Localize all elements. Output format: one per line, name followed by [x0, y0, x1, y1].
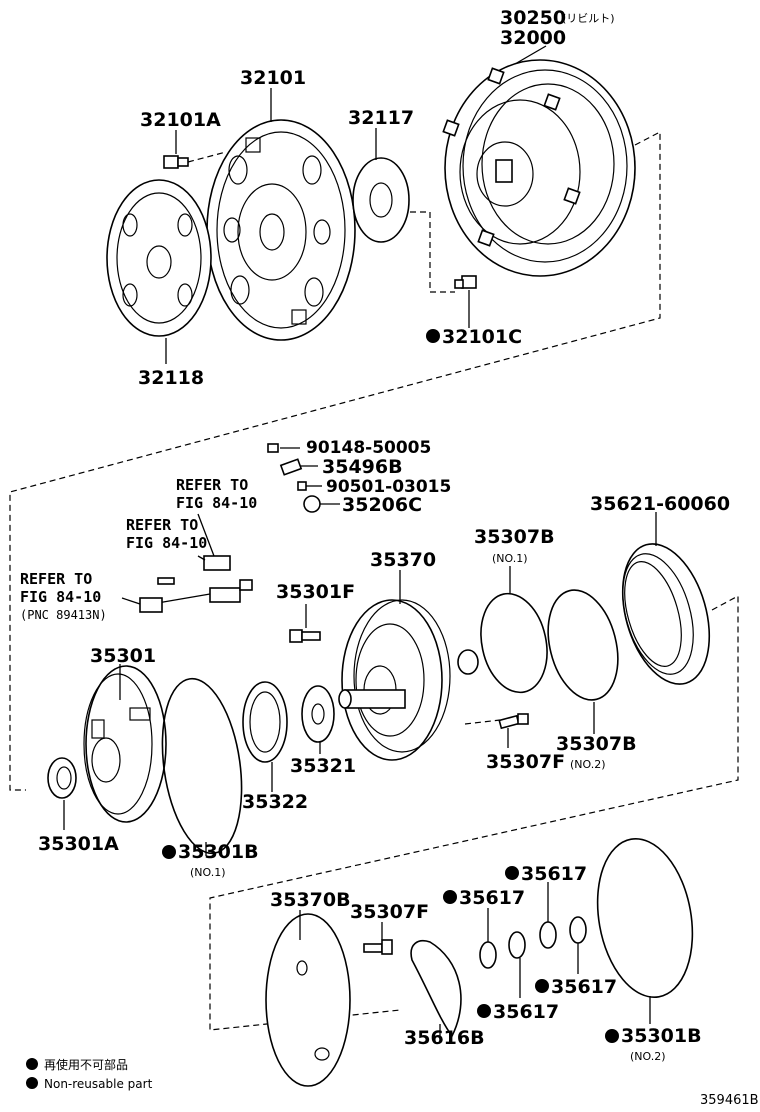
- label-32101C: 32101C: [442, 326, 522, 348]
- label-35617-d: 35617: [551, 976, 617, 998]
- label-30250: 30250: [500, 7, 566, 29]
- non-reusable-marker-35617-d: [535, 979, 549, 993]
- pump-cover-drawing: [83, 665, 167, 823]
- label-35307B-no2: 35307B: [556, 733, 637, 755]
- label-90148: 90148-50005: [306, 438, 431, 458]
- note-35307B-no2: (NO.2): [570, 758, 606, 771]
- note-35301B-no2: (NO.2): [630, 1050, 666, 1063]
- non-reusable-marker-35301B-no2: [605, 1029, 619, 1043]
- label-35621: 35621-60060: [590, 493, 730, 515]
- note-35301B-no1: (NO.1): [190, 866, 226, 879]
- stator-shaft-drawing: [265, 913, 351, 1087]
- label-35321: 35321: [290, 755, 356, 777]
- ref1-line1: REFER TO: [176, 476, 248, 494]
- legend-jp: 再使用不可部品: [44, 1057, 128, 1072]
- label-35301F: 35301F: [276, 581, 355, 603]
- label-35370: 35370: [370, 549, 436, 571]
- label-32118: 32118: [138, 367, 204, 389]
- label-35301B-no2: 35301B: [621, 1025, 702, 1047]
- note-35307B-no1: (NO.1): [492, 552, 528, 565]
- drive-plate-drawing: [206, 119, 356, 341]
- oring-35307B-no1-drawing: [480, 592, 548, 694]
- snap-ring-drawing: [410, 940, 462, 1038]
- bolt-32101C-drawing: [454, 275, 477, 289]
- oring-35301B-no1-drawing: [161, 677, 243, 855]
- label-35370B: 35370B: [270, 889, 351, 911]
- label-35307B-no1: 35307B: [474, 526, 555, 548]
- non-reusable-marker-35617-a: [443, 890, 457, 904]
- label-35322: 35322: [242, 791, 308, 813]
- oil-pump-body-drawing: [338, 599, 479, 761]
- label-35616B: 35616B: [404, 1027, 485, 1049]
- bolt-35301F-drawing: [289, 629, 321, 643]
- label-32117: 32117: [348, 107, 414, 129]
- label-32000: 32000: [500, 27, 566, 49]
- legend-dot-en: [26, 1077, 38, 1089]
- small-fasteners-drawing: [267, 443, 321, 513]
- label-35307F-mid: 35307F: [486, 751, 565, 773]
- ref3-line1: REFER TO: [20, 570, 92, 588]
- sensor-assembly-drawing: [139, 555, 253, 613]
- label-35496B: 35496B: [322, 456, 403, 478]
- non-reusable-marker-35301B-no1: [162, 845, 176, 859]
- ref1-line2: FIG 84-10: [176, 494, 257, 512]
- driven-gear-drawing: [242, 681, 288, 763]
- non-reusable-marker-35617-c: [505, 866, 519, 880]
- oil-seal-35301A-drawing: [47, 757, 77, 799]
- sensor-plate-drawing: [106, 179, 212, 337]
- label-35617-a: 35617: [459, 887, 525, 909]
- seal-ring-a-drawing: [479, 941, 497, 969]
- label-35307F-bottom: 35307F: [350, 901, 429, 923]
- label-35617-b: 35617: [493, 1001, 559, 1023]
- label-35617-c: 35617: [521, 863, 587, 885]
- label-35301: 35301: [90, 645, 156, 667]
- legend-dot-jp: [26, 1058, 38, 1070]
- label-35301B-no1: 35301B: [178, 841, 259, 863]
- non-reusable-marker-35617-b: [477, 1004, 491, 1018]
- note-30250: (リビルト): [562, 12, 615, 25]
- oring-35307B-no2-drawing: [547, 589, 619, 701]
- ref3-line3: (PNC 89413N): [20, 608, 107, 622]
- label-32101A: 32101A: [140, 109, 221, 131]
- non-reusable-marker-32101C: [426, 329, 440, 343]
- torque-converter-drawing: [442, 59, 636, 277]
- oring-35301B-no2-drawing: [596, 838, 694, 998]
- label-35206C: 35206C: [342, 494, 422, 516]
- label-35301A: 35301A: [38, 833, 119, 855]
- ref2-line2: FIG 84-10: [126, 534, 207, 552]
- seal-ring-b-drawing: [508, 931, 526, 959]
- diagram-code: 359461B: [700, 1093, 759, 1108]
- drive-gear-drawing: [301, 685, 335, 743]
- bolt-35307F-drawing: [498, 713, 529, 730]
- ref2-line1: REFER TO: [126, 516, 198, 534]
- label-90501: 90501-03015: [326, 477, 451, 497]
- bolt-32101A-drawing: [163, 155, 189, 169]
- seal-35621-drawing: [621, 543, 711, 685]
- label-32101: 32101: [240, 67, 306, 89]
- seal-ring-d-drawing: [569, 916, 587, 944]
- ref3-line2: FIG 84-10: [20, 588, 101, 606]
- legend-en: Non-reusable part: [44, 1077, 153, 1091]
- bolt-35307F-bottom-drawing: [363, 939, 393, 955]
- spacer-32117-drawing: [352, 157, 410, 243]
- seal-ring-c-drawing: [539, 921, 557, 949]
